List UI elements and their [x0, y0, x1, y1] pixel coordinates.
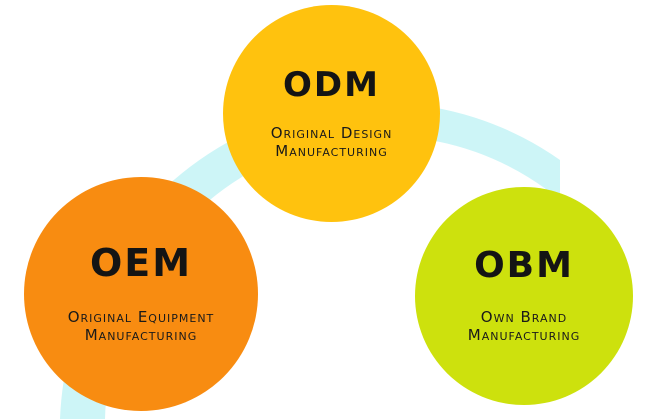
odm-description: Original Design Manufacturing: [271, 124, 393, 160]
oem-title: OEM: [89, 241, 193, 285]
obm-description-line-2: Manufacturing: [467, 326, 581, 344]
oem-description-line-1: Original Equipment: [67, 308, 215, 326]
oem-circle: OEM Original Equipment Manufacturing: [24, 177, 258, 411]
oem-description: Original Equipment Manufacturing: [68, 308, 215, 344]
odm-description-line-2: Manufacturing: [275, 141, 388, 160]
odm-circle: ODM Original Design Manufacturing: [223, 5, 440, 222]
obm-description-line-1: Own Brand: [480, 308, 568, 326]
obm-circle: OBM Own Brand Manufacturing: [415, 187, 633, 405]
odm-title: ODM: [283, 64, 380, 105]
odm-description-line-1: Original Design: [270, 123, 393, 142]
connector-arc: [60, 102, 560, 419]
obm-title: OBM: [474, 245, 574, 286]
obm-description: Own Brand Manufacturing: [468, 308, 581, 344]
oem-description-line-2: Manufacturing: [84, 326, 198, 344]
